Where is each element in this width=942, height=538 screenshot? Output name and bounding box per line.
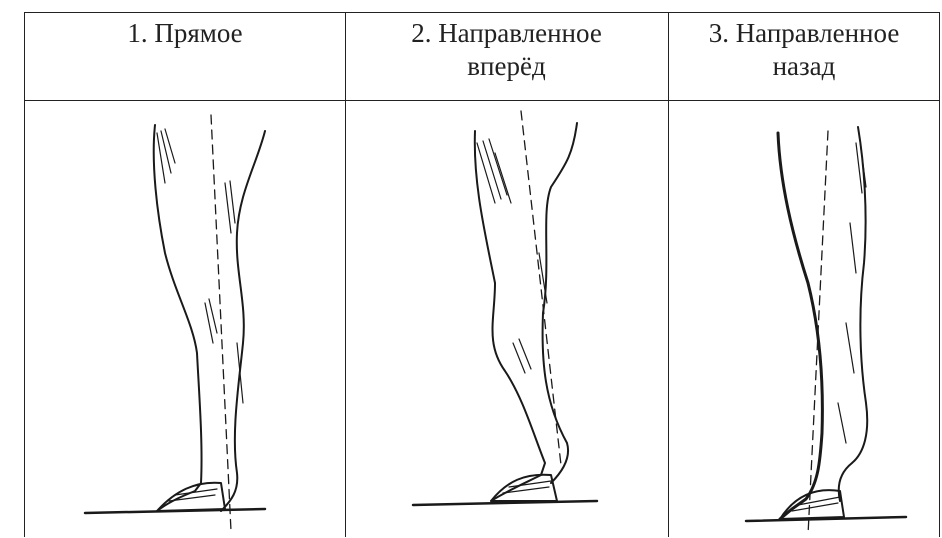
header-label: 1. Прямое xyxy=(127,17,242,50)
axis-line xyxy=(211,115,231,531)
leg-outline xyxy=(154,125,202,511)
header-label: 3. Направленное xyxy=(709,17,900,50)
header-label-line2: вперёд xyxy=(411,50,602,83)
header-label: 2. Направленное xyxy=(411,17,602,50)
leg-illustration-straight xyxy=(25,103,345,538)
leg-outline xyxy=(475,131,545,501)
hoof xyxy=(780,490,844,519)
hoof xyxy=(157,483,225,511)
leg-illustration-forward xyxy=(345,103,668,538)
leg-illustration-backward xyxy=(668,103,940,538)
axis-line xyxy=(521,111,561,465)
header-cell-forward: 2. Направленное вперёд xyxy=(345,13,668,99)
header-label-line2: назад xyxy=(709,50,900,83)
comparison-table: 1. Прямое 2. Направленное вперёд 3. Напр… xyxy=(24,12,940,537)
header-cell-backward: 3. Направленное назад xyxy=(668,13,940,99)
header-cell-straight: 1. Прямое xyxy=(25,13,345,99)
leg-outline xyxy=(778,133,822,519)
